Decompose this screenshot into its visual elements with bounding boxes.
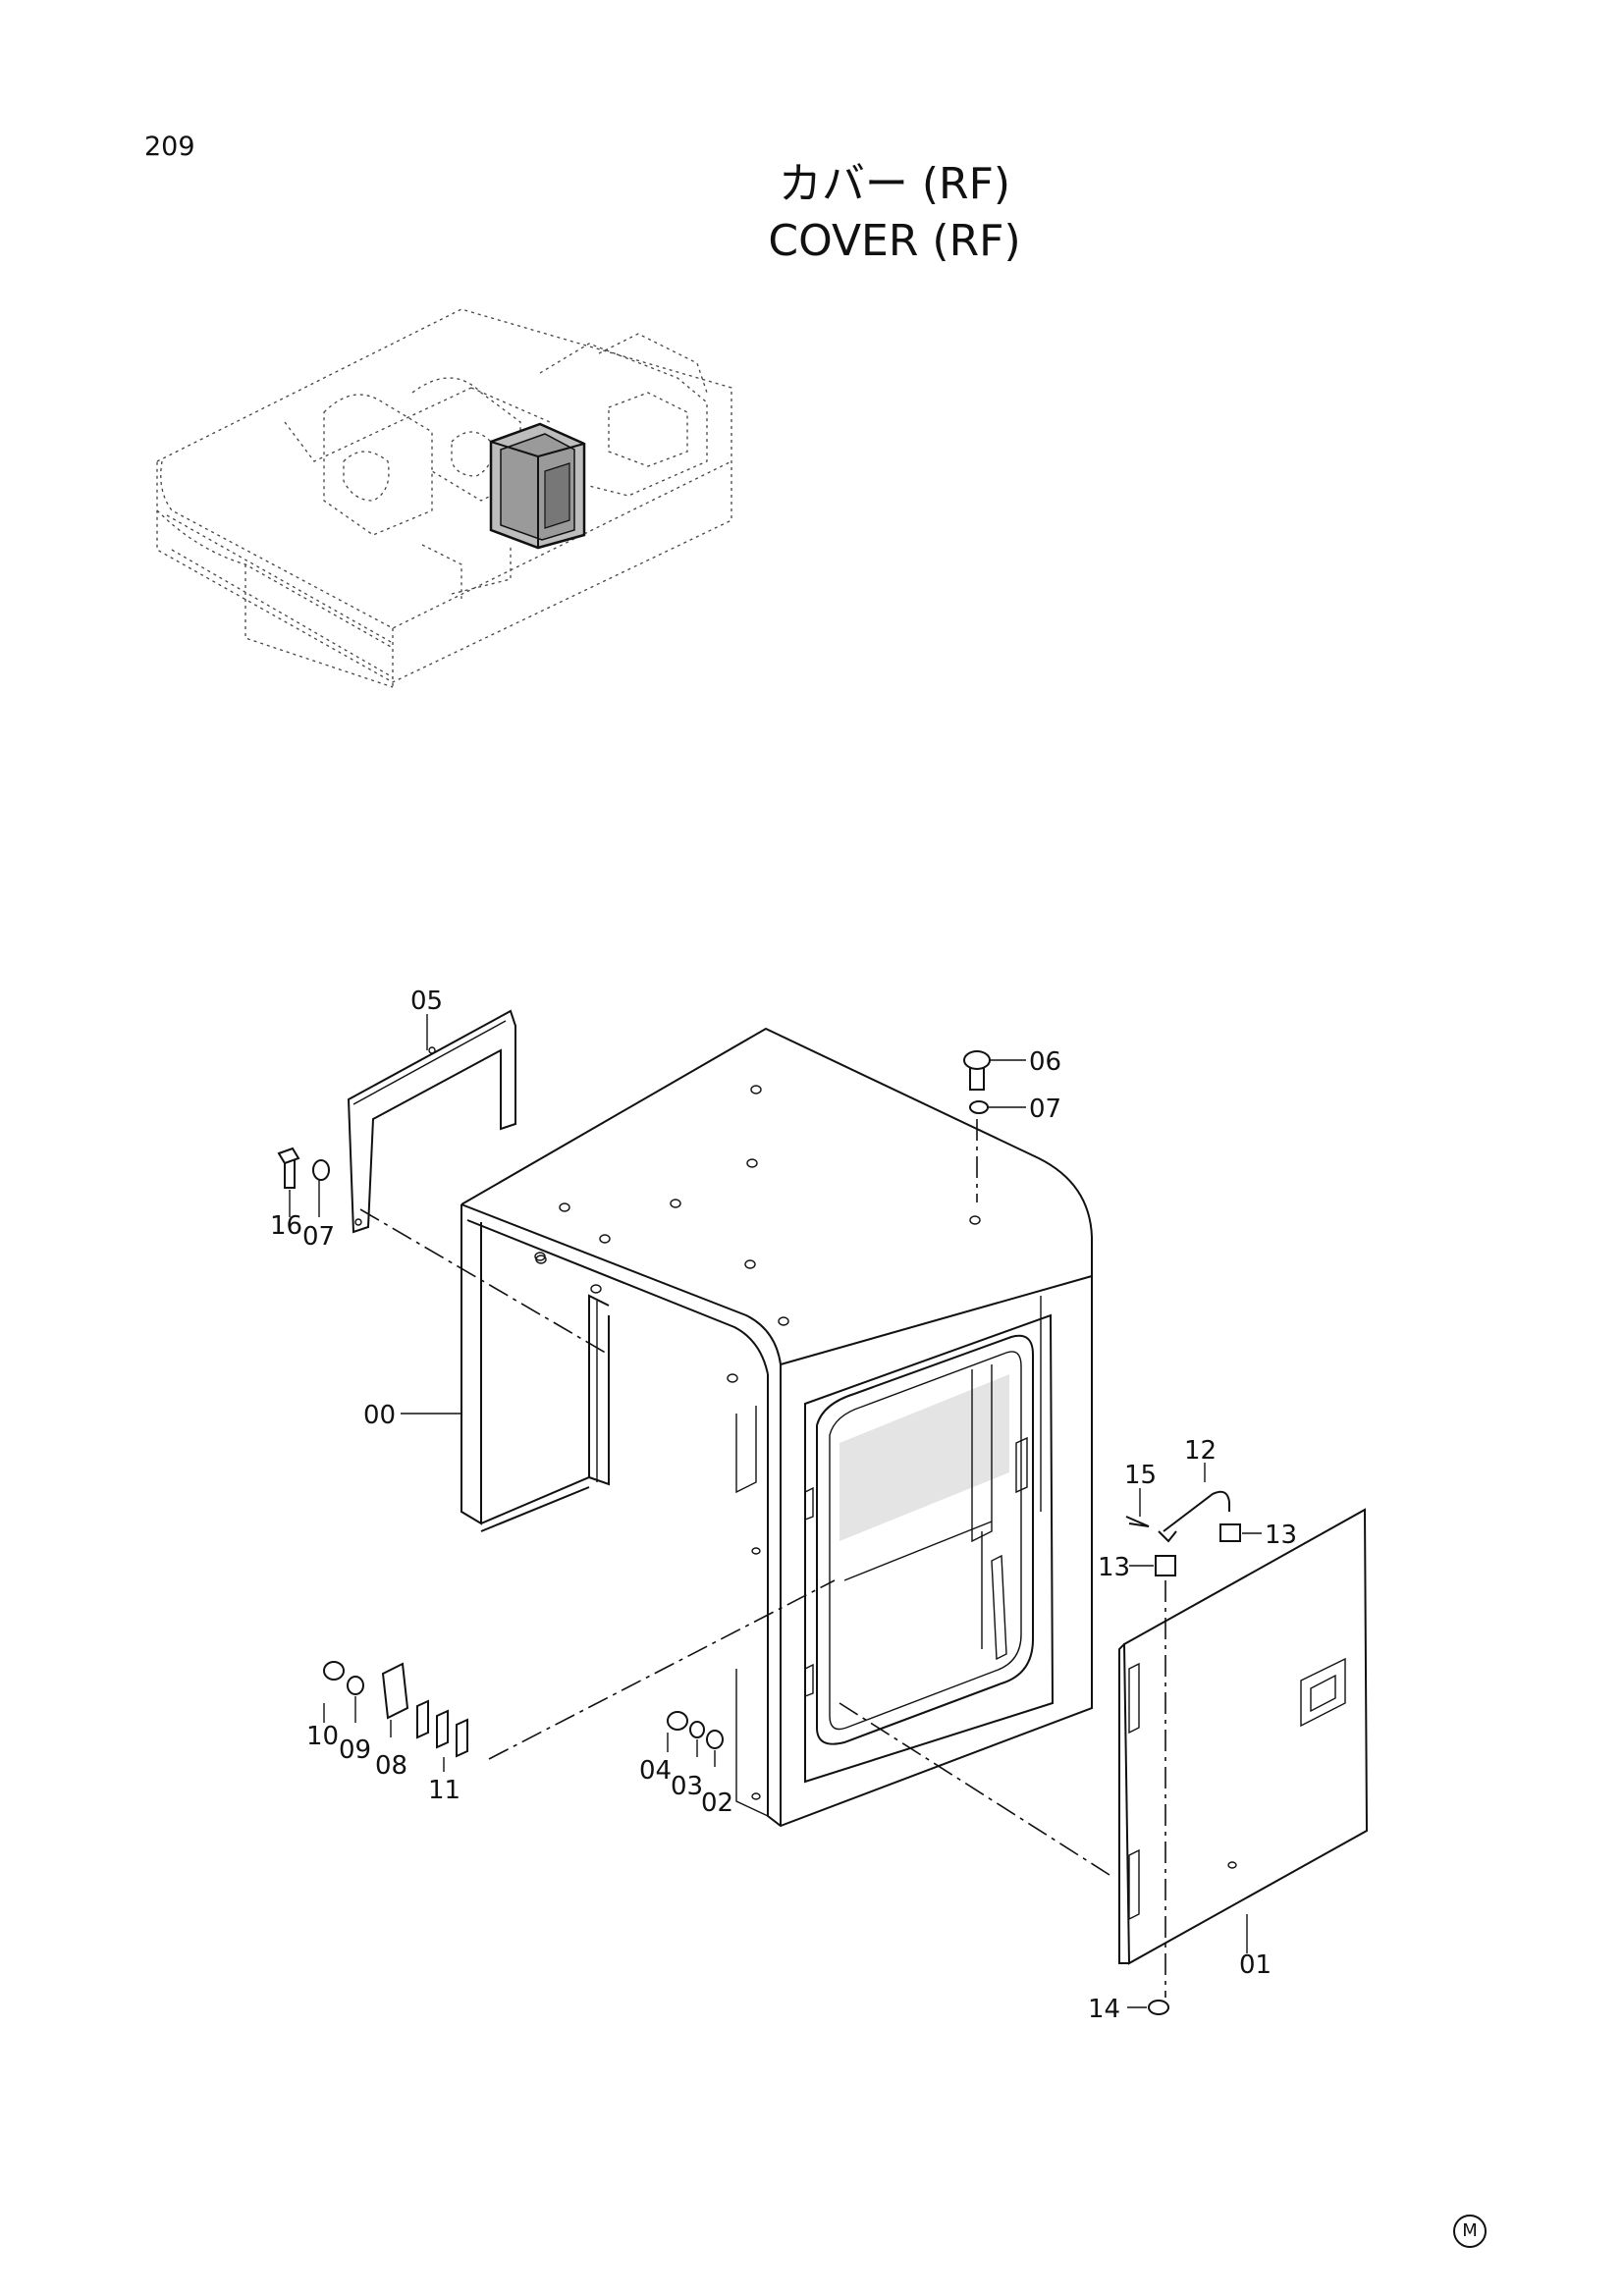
bolt-part-16 [277, 1147, 300, 1189]
nut-part-04 [667, 1711, 688, 1731]
callout-07-top: 07 [1029, 1095, 1061, 1124]
handle-part-12 [1163, 1490, 1230, 1532]
callout-04: 04 [639, 1756, 672, 1786]
leader-lines [289, 1014, 1262, 2008]
callout-08: 08 [375, 1751, 407, 1781]
bolt-part-06 [963, 1050, 991, 1091]
shim-part-11-c [456, 1718, 468, 1758]
hardware-parts [277, 1050, 1241, 2015]
nut-part-13-right [1219, 1523, 1241, 1542]
callout-02: 02 [701, 1789, 733, 1818]
page-number: 209 [144, 132, 195, 162]
callout-07-left: 07 [302, 1222, 335, 1252]
callout-06: 06 [1029, 1047, 1061, 1077]
washer-part-07-left [312, 1159, 330, 1181]
door-part-01 [1118, 1508, 1369, 1965]
corner-mark: M [1453, 2215, 1487, 2248]
plate-part-08 [381, 1662, 409, 1720]
washer-part-02 [706, 1730, 724, 1749]
shim-part-11-b [436, 1709, 449, 1749]
callout-13-right: 13 [1265, 1521, 1297, 1550]
washer-part-14 [1148, 2000, 1169, 2015]
callout-13-left: 13 [1098, 1553, 1130, 1582]
callout-16: 16 [270, 1211, 302, 1241]
washer-part-07-top [969, 1100, 989, 1114]
callout-11: 11 [428, 1776, 460, 1805]
callout-09: 09 [339, 1735, 371, 1765]
title-japanese: カバー (RF) [778, 159, 1011, 209]
callout-14: 14 [1088, 1995, 1120, 2024]
nut-part-10 [323, 1661, 345, 1681]
callout-05: 05 [410, 987, 443, 1016]
machine-overview-sketch [156, 308, 732, 688]
callout-10: 10 [306, 1722, 339, 1751]
washer-part-03 [689, 1721, 705, 1738]
shim-part-11-a [416, 1699, 429, 1739]
callout-00: 00 [363, 1401, 396, 1430]
callout-01: 01 [1239, 1950, 1272, 1980]
pin-part-15 [1125, 1516, 1150, 1527]
assembly-lines [359, 1119, 1166, 1998]
nut-part-13-left [1155, 1555, 1176, 1576]
callouts: 05 06 07 16 07 00 12 15 13 13 10 09 08 1… [270, 987, 1297, 2024]
callout-12: 12 [1184, 1436, 1217, 1466]
bracket-part-05 [347, 1009, 516, 1234]
callout-15: 15 [1124, 1461, 1157, 1490]
title-english: COVER (RF) [768, 216, 1021, 266]
cover-body-part-00 [460, 1027, 1093, 1828]
washer-part-09 [347, 1676, 364, 1695]
top-panel-holes [534, 1085, 981, 1383]
callout-03: 03 [671, 1772, 703, 1801]
